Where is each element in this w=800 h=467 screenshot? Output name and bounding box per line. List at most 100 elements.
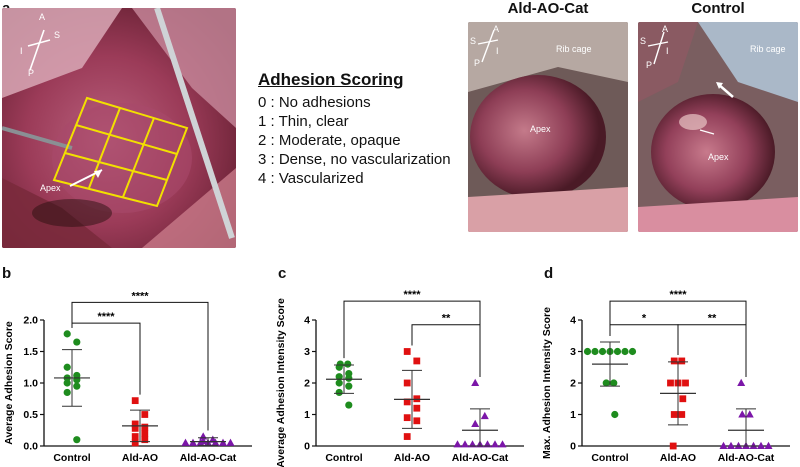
data-point-ald-ao-cat — [734, 441, 743, 449]
data-point-ald-ao-cat — [453, 440, 462, 448]
data-point-control — [345, 401, 353, 409]
data-point-control — [628, 347, 637, 356]
surgical-photo-graphic — [2, 8, 236, 248]
y-tick-label: 4 — [570, 315, 576, 327]
photo1-axis-a: A — [39, 12, 46, 22]
data-point-ald-ao-cat — [480, 411, 489, 420]
scoring-item: 1 : Thin, clear — [258, 113, 349, 130]
control-photo-graphic — [638, 22, 798, 232]
photo2-axis-s: S — [470, 36, 477, 46]
significance-label: **** — [131, 290, 149, 302]
y-tick-label: 1.5 — [23, 346, 38, 358]
data-point-ald-ao — [141, 430, 149, 437]
photo2-apex-label: Apex — [530, 124, 551, 134]
x-tick-label: Control — [53, 452, 90, 464]
data-point-ald-ao-cat — [491, 440, 499, 448]
significance-bracket — [71, 301, 209, 431]
y-tick-label: 3 — [304, 346, 310, 358]
data-point-control — [591, 347, 599, 356]
data-point-ald-ao — [403, 398, 411, 406]
x-tick-label: Control — [591, 452, 628, 464]
panel-d-letter: d — [544, 265, 554, 282]
data-point-ald-ao — [131, 424, 139, 432]
y-tick-label: 0.5 — [23, 409, 38, 421]
photo2-rib-label: Rib cage — [556, 44, 592, 54]
data-point-control — [335, 373, 343, 381]
data-point-control — [621, 347, 629, 356]
data-point-ald-ao-cat — [181, 438, 190, 446]
x-tick-label: Ald-AO — [660, 452, 696, 464]
photo1-axis-s: S — [54, 30, 61, 40]
data-point-ald-ao — [403, 414, 411, 422]
data-point-ald-ao — [403, 379, 411, 387]
scoring-item: 0 : No adhesions — [258, 94, 371, 111]
data-point-control — [344, 360, 352, 368]
data-point-ald-ao-cat — [498, 440, 507, 448]
data-point-ald-ao-cat — [461, 440, 469, 448]
data-point-ald-ao-cat — [738, 410, 747, 418]
data-point-ald-ao — [403, 433, 411, 440]
y-tick-label: 1 — [570, 409, 576, 421]
scoring-title: Adhesion Scoring — [258, 70, 404, 89]
photo2-axis-p: P — [474, 58, 481, 68]
data-point-ald-ao — [667, 379, 674, 387]
data-point-ald-ao — [413, 395, 421, 403]
photo3-axis-p: P — [646, 60, 653, 70]
data-point-ald-ao — [678, 411, 686, 418]
data-point-ald-ao-cat — [764, 441, 773, 449]
data-point-ald-ao — [682, 379, 689, 387]
data-point-ald-ao-cat — [757, 441, 765, 449]
data-point-ald-ao — [131, 420, 139, 428]
data-point-control — [602, 379, 610, 387]
significance-label: ** — [442, 313, 451, 325]
y-tick-label: 0 — [304, 441, 310, 453]
photo3-apex-label: Apex — [708, 152, 729, 162]
data-point-ald-ao-cat — [189, 438, 197, 446]
data-point-ald-ao — [131, 433, 139, 440]
y-tick-label: 0.0 — [23, 441, 38, 453]
panel-c-letter: c — [278, 265, 287, 282]
data-point-control — [613, 347, 622, 356]
significance-bracket — [71, 322, 141, 395]
photo2-title: Ald-AO-Cat — [507, 0, 589, 17]
data-point-control — [63, 330, 71, 338]
ald-ao-cat-photo: A S I P Rib cage Apex — [468, 22, 628, 232]
surgical-photo: Apex A S I P — [2, 8, 236, 248]
data-point-ald-ao — [669, 442, 677, 450]
data-point-ald-ao-cat — [737, 378, 746, 386]
data-point-control — [611, 410, 619, 419]
y-tick-label: 2.0 — [23, 315, 38, 327]
photo1-axis-i: I — [20, 46, 23, 56]
scoring-item: 2 : Moderate, opaque — [258, 132, 401, 149]
significance-label: **** — [403, 289, 421, 301]
data-point-ald-ao — [141, 436, 149, 444]
data-point-ald-ao — [141, 423, 149, 431]
y-tick-label: 3 — [570, 346, 576, 358]
x-tick-label: Ald-AO-Cat — [718, 452, 775, 464]
photo1-axis-p: P — [28, 68, 35, 78]
data-point-ald-ao — [679, 395, 687, 403]
data-point-ald-ao-cat — [196, 438, 205, 446]
x-tick-label: Ald-AO-Cat — [452, 452, 509, 464]
x-tick-label: Ald-AO — [122, 452, 158, 464]
significance-label: **** — [97, 311, 115, 323]
y-tick-label: 2 — [570, 378, 576, 390]
data-point-ald-ao-cat — [749, 441, 758, 449]
y-axis-label: Max. Adhesion Intensity Score — [541, 307, 553, 459]
data-point-control — [610, 379, 618, 387]
data-point-ald-ao-cat — [745, 410, 754, 418]
scoring-list: 0 : No adhesions 1 : Thin, clear 2 : Mod… — [258, 93, 451, 188]
photo1-apex-label: Apex — [40, 183, 61, 193]
data-point-control — [63, 388, 71, 397]
photo2-axis-a: A — [493, 24, 500, 34]
data-point-control — [63, 379, 71, 387]
scoring-item: 3 : Dense, no vascularization — [258, 151, 451, 168]
data-point-control — [63, 363, 71, 371]
significance-bracket — [677, 324, 747, 377]
data-point-ald-ao — [670, 411, 678, 418]
